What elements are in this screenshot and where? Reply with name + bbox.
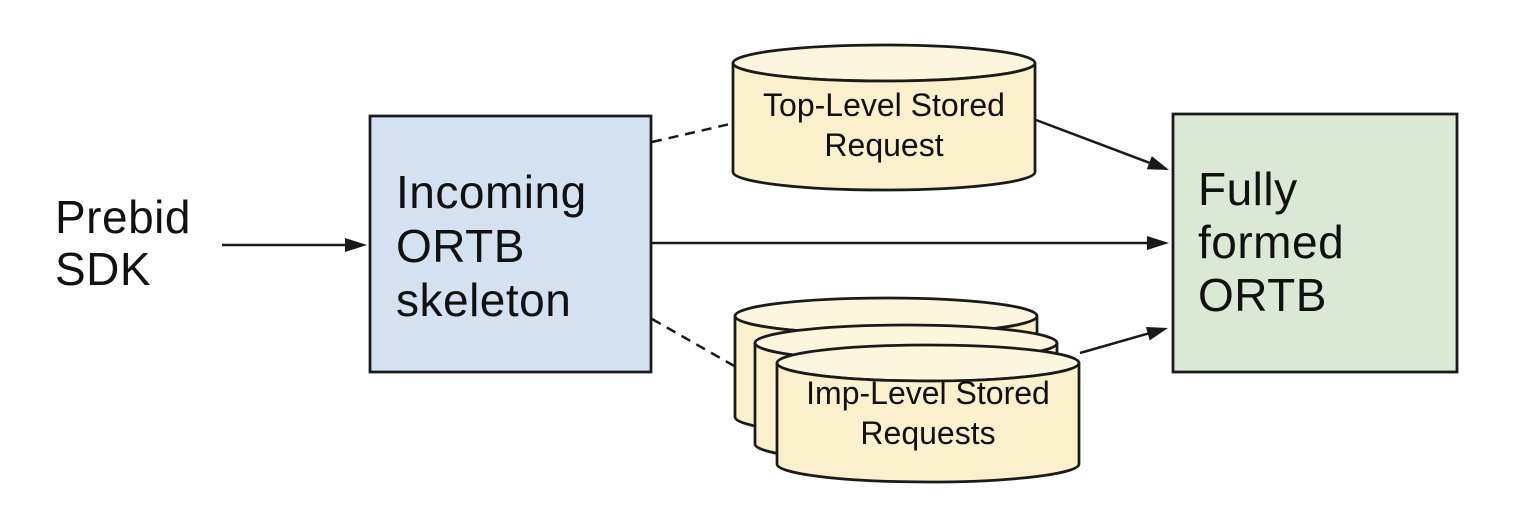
prebid-sdk-label: Prebid SDK <box>55 191 191 295</box>
svg-text:ORTB: ORTB <box>1198 269 1327 321</box>
arrowhead-icon <box>1145 327 1168 341</box>
prebid-sdk-label-line: Prebid <box>55 191 191 243</box>
arrowhead-icon <box>345 238 367 252</box>
arrow-top-stored-to-fully-formed <box>1035 118 1169 170</box>
top-level-stored-request-cylinder: Top-Level Stored Request <box>731 43 1037 192</box>
imp-cylinder-front: Imp-Level Stored Requests <box>775 343 1081 484</box>
cylinder-body <box>731 62 1037 192</box>
svg-text:Imp-Level Stored: Imp-Level Stored <box>806 375 1050 411</box>
svg-text:Requests: Requests <box>860 415 995 451</box>
prebid-sdk-label-line: SDK <box>55 243 151 295</box>
cylinder-body <box>775 362 1081 484</box>
arrow-prebid-to-incoming <box>222 238 367 252</box>
imp-level-stored-requests-label: Imp-Level Stored Requests <box>806 375 1050 451</box>
imp-level-stored-requests-stack: Imp-Level Stored Requests <box>733 296 1081 484</box>
svg-text:Incoming: Incoming <box>396 166 587 218</box>
incoming-ortb-box-label: Incoming ORTB skeleton <box>396 166 587 326</box>
arrowhead-icon <box>1146 156 1169 170</box>
dashed-link-incoming-to-top-stored <box>651 122 731 144</box>
arrowhead-icon <box>1147 236 1169 250</box>
fully-formed-ortb-box-label: Fully formed ORTB <box>1198 163 1344 321</box>
incoming-ortb-box: Incoming ORTB skeleton <box>368 114 653 374</box>
arrow-incoming-to-fully-formed <box>652 236 1169 250</box>
top-level-stored-request-label: Top-Level Stored Request <box>763 87 1005 163</box>
arrow-imp-stored-to-fully-formed <box>1079 327 1168 355</box>
svg-text:Top-Level Stored: Top-Level Stored <box>763 87 1005 123</box>
fully-formed-ortb-box: Fully formed ORTB <box>1171 112 1459 374</box>
svg-text:formed: formed <box>1198 216 1344 268</box>
dashed-link-incoming-to-imp-stored <box>651 317 737 369</box>
svg-text:ORTB: ORTB <box>396 220 525 272</box>
svg-text:skeleton: skeleton <box>396 274 571 326</box>
svg-text:Fully: Fully <box>1198 163 1298 215</box>
svg-text:Request: Request <box>824 127 943 163</box>
